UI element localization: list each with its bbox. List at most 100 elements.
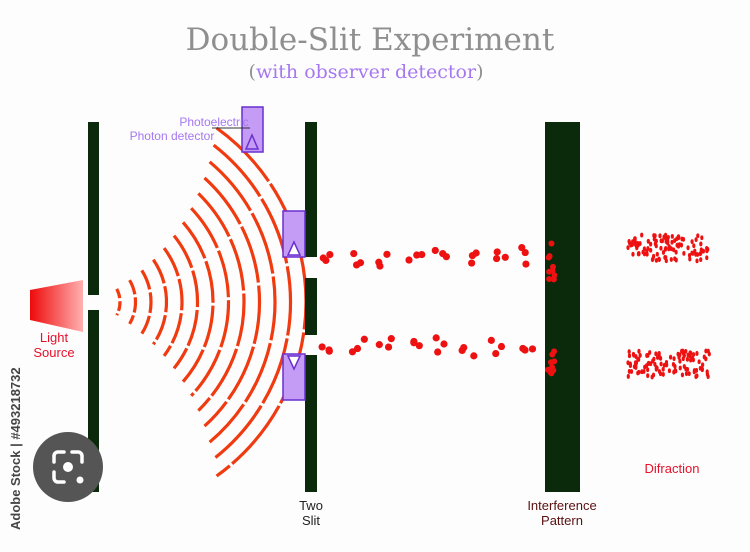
photon-dot bbox=[470, 352, 478, 360]
screen-hit bbox=[551, 348, 558, 355]
photon-dot bbox=[376, 262, 384, 270]
diffraction-dot bbox=[646, 246, 650, 251]
diffraction-dot bbox=[667, 246, 671, 252]
diffraction-dot bbox=[687, 252, 692, 258]
photon-dot bbox=[492, 349, 500, 358]
diffraction-dot bbox=[646, 361, 650, 366]
photon-dot bbox=[384, 343, 393, 351]
subtitle-paren-close: ) bbox=[476, 61, 483, 83]
diffraction-dot bbox=[663, 232, 668, 238]
diffraction-dot bbox=[664, 246, 668, 251]
diffraction-dot bbox=[692, 369, 696, 375]
diffraction-dot bbox=[685, 356, 690, 362]
diffraction-dot bbox=[642, 369, 646, 374]
wavefront-arc bbox=[190, 207, 231, 397]
diffraction-dot bbox=[628, 363, 633, 369]
diffraction-dot bbox=[648, 350, 652, 355]
diffraction-dot bbox=[638, 352, 642, 358]
diffraction-dot bbox=[687, 371, 691, 376]
diffraction-dot bbox=[686, 245, 690, 251]
diffraction-dot bbox=[666, 235, 670, 240]
photon-dot bbox=[528, 345, 537, 353]
wavefront-arc bbox=[208, 160, 277, 444]
diffraction-dot bbox=[652, 253, 656, 259]
slit-barrier-top bbox=[305, 122, 317, 257]
photon-dot bbox=[350, 249, 358, 258]
slit-label-1: Two bbox=[299, 498, 323, 513]
photon-dot bbox=[418, 250, 426, 259]
diffraction-dot bbox=[626, 245, 630, 251]
diffraction-dot bbox=[680, 372, 685, 378]
diffraction-dot bbox=[675, 236, 679, 242]
stock-watermark: Adobe Stock | #493218732 bbox=[8, 367, 23, 530]
diffraction-dot bbox=[646, 238, 650, 244]
photon-dot bbox=[348, 348, 357, 356]
diffraction-dot bbox=[695, 373, 699, 379]
diffraction-dot bbox=[706, 374, 710, 379]
diffraction-dot bbox=[701, 362, 705, 368]
diffraction-dot bbox=[697, 359, 701, 365]
diffraction-dot bbox=[643, 364, 647, 370]
detector-label-2: Photon detector bbox=[130, 129, 215, 143]
diffraction-dot bbox=[692, 243, 696, 249]
photon-dot bbox=[410, 339, 418, 347]
photon-dot bbox=[522, 260, 530, 268]
diffraction-dot bbox=[674, 249, 678, 255]
google-lens-camera-icon[interactable] bbox=[33, 432, 103, 502]
diffraction-dot bbox=[654, 351, 658, 357]
diffraction-dot bbox=[686, 352, 690, 358]
diffraction-dot bbox=[649, 241, 653, 247]
diffraction-dot bbox=[637, 251, 641, 256]
screen-hit bbox=[549, 364, 556, 371]
diffraction-dot bbox=[665, 362, 669, 368]
photon-dot bbox=[325, 347, 333, 355]
photon-dot bbox=[415, 342, 423, 350]
diffraction-dot bbox=[694, 237, 698, 243]
photon-dot bbox=[492, 254, 501, 263]
diffraction-dot bbox=[638, 241, 642, 246]
detector-label-1: Photoelectric bbox=[179, 115, 248, 129]
diffraction-dot bbox=[691, 352, 696, 357]
diffraction-dot bbox=[664, 239, 668, 244]
diffraction-dot bbox=[689, 357, 693, 363]
diffraction-dot bbox=[690, 239, 694, 245]
diffraction-dot bbox=[681, 348, 685, 354]
diffraction-dot bbox=[662, 362, 666, 368]
diffraction-dot bbox=[652, 356, 656, 362]
wavefront-arc bbox=[128, 279, 138, 325]
diffraction-dot bbox=[627, 238, 631, 244]
diffraction-dot bbox=[676, 243, 681, 249]
diffraction-dot bbox=[704, 348, 708, 354]
photon-detector-slit-top bbox=[282, 210, 306, 258]
diffraction-dot bbox=[646, 367, 650, 373]
photon-dot bbox=[432, 334, 440, 342]
diffraction-dot bbox=[678, 352, 682, 358]
screen-hit bbox=[548, 370, 555, 377]
photon-dot bbox=[405, 256, 413, 264]
diffraction-dot bbox=[661, 250, 666, 255]
diffraction-dot bbox=[642, 251, 647, 257]
diffraction-dot bbox=[631, 351, 636, 357]
diffraction-dot bbox=[685, 366, 690, 372]
photon-dot bbox=[387, 335, 395, 343]
diffraction-dot bbox=[706, 348, 710, 354]
diffraction-dot bbox=[670, 239, 674, 245]
photon-dot bbox=[440, 340, 448, 348]
diffraction-dot bbox=[661, 366, 665, 372]
photon-dot bbox=[360, 335, 368, 343]
diffraction-dot bbox=[627, 353, 632, 359]
diffraction-dot bbox=[669, 354, 673, 360]
source-barrier-top bbox=[88, 122, 99, 295]
diffraction-dot bbox=[704, 356, 708, 362]
diffraction-dot bbox=[636, 356, 640, 362]
photon-dot bbox=[521, 346, 529, 354]
photon-dot bbox=[487, 336, 495, 344]
subtitle-paren-open: ( bbox=[249, 61, 256, 83]
diffraction-dot bbox=[659, 361, 663, 367]
wavefront-arc bbox=[152, 258, 169, 346]
diffraction-dot bbox=[670, 233, 674, 239]
screen-hit bbox=[545, 254, 552, 261]
light-label-1: Light bbox=[40, 330, 69, 345]
